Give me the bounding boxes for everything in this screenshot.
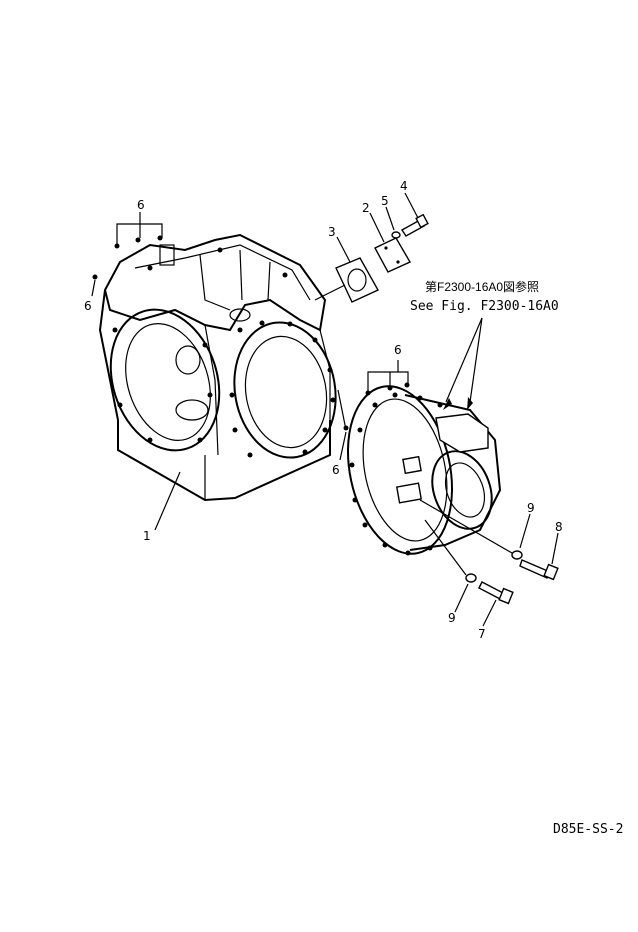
callout-6-left: 6 [84, 299, 92, 313]
callout-9-right: 9 [527, 501, 535, 515]
cover-assembly-drawing [314, 213, 429, 303]
callout-6-mid: 6 [394, 343, 402, 357]
callout-9-low: 9 [448, 611, 456, 625]
converter-housing-drawing [346, 385, 502, 556]
figure-reference-note: 第F2300-16A0図参照 See Fig. F2300-16A0 [410, 279, 559, 314]
callout-labels: 1 2 3 4 5 6 6 6 6 9 8 9 7 [84, 179, 563, 641]
callout-5: 5 [381, 194, 389, 208]
drawing-id-label: D85E-SS-2 [553, 822, 623, 837]
case-bolt-dots [112, 247, 336, 458]
callout-1: 1 [143, 529, 151, 543]
callout-4: 4 [400, 179, 408, 193]
leader-lines [91, 192, 559, 627]
housing-bolt-dots [349, 392, 443, 556]
fasteners-drawing [92, 235, 559, 605]
callout-2: 2 [362, 201, 370, 215]
reference-note-jp: 第F2300-16A0図参照 [425, 279, 539, 294]
callout-6-top: 6 [137, 198, 145, 212]
callout-8: 8 [555, 520, 563, 534]
callout-7: 7 [478, 627, 486, 641]
transmission-case-drawing [98, 233, 337, 502]
reference-note-en: See Fig. F2300-16A0 [410, 299, 559, 314]
callout-6-low: 6 [332, 463, 340, 477]
callout-3: 3 [328, 225, 336, 239]
